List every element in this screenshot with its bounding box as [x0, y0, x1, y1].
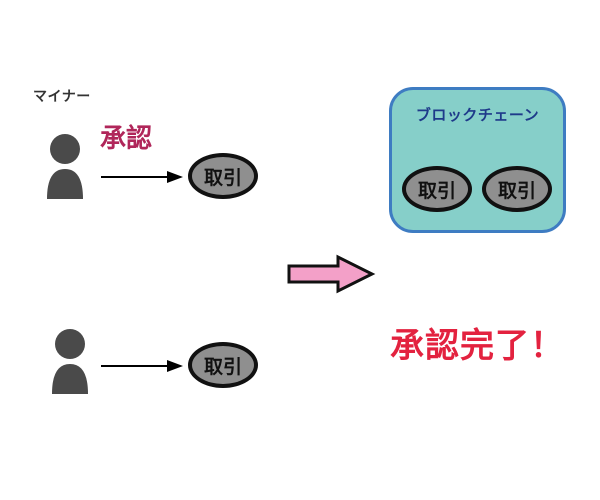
- arrow-head-icon: [167, 171, 183, 183]
- miner-label: マイナー: [33, 89, 91, 105]
- miner-transaction: 取引: [188, 342, 258, 388]
- approve-label: 承認: [100, 124, 153, 154]
- blockchain-transaction: 取引: [482, 166, 552, 212]
- blockchain-transaction: 取引: [402, 166, 472, 212]
- arrow-right-icon: [101, 176, 171, 178]
- approval-complete-label: 承認完了！: [390, 326, 565, 366]
- miner-transaction: 取引: [188, 153, 258, 199]
- arrow-right-icon: [101, 365, 171, 367]
- arrow-head-icon: [167, 360, 183, 372]
- blockchain-box: ブロックチェーン 取引 取引: [389, 87, 566, 233]
- blockchain-title: ブロックチェーン: [415, 106, 540, 124]
- miner-person-icon: [52, 329, 88, 394]
- big-arrow-right-icon: [287, 254, 376, 294]
- miner-person-icon: [47, 134, 83, 199]
